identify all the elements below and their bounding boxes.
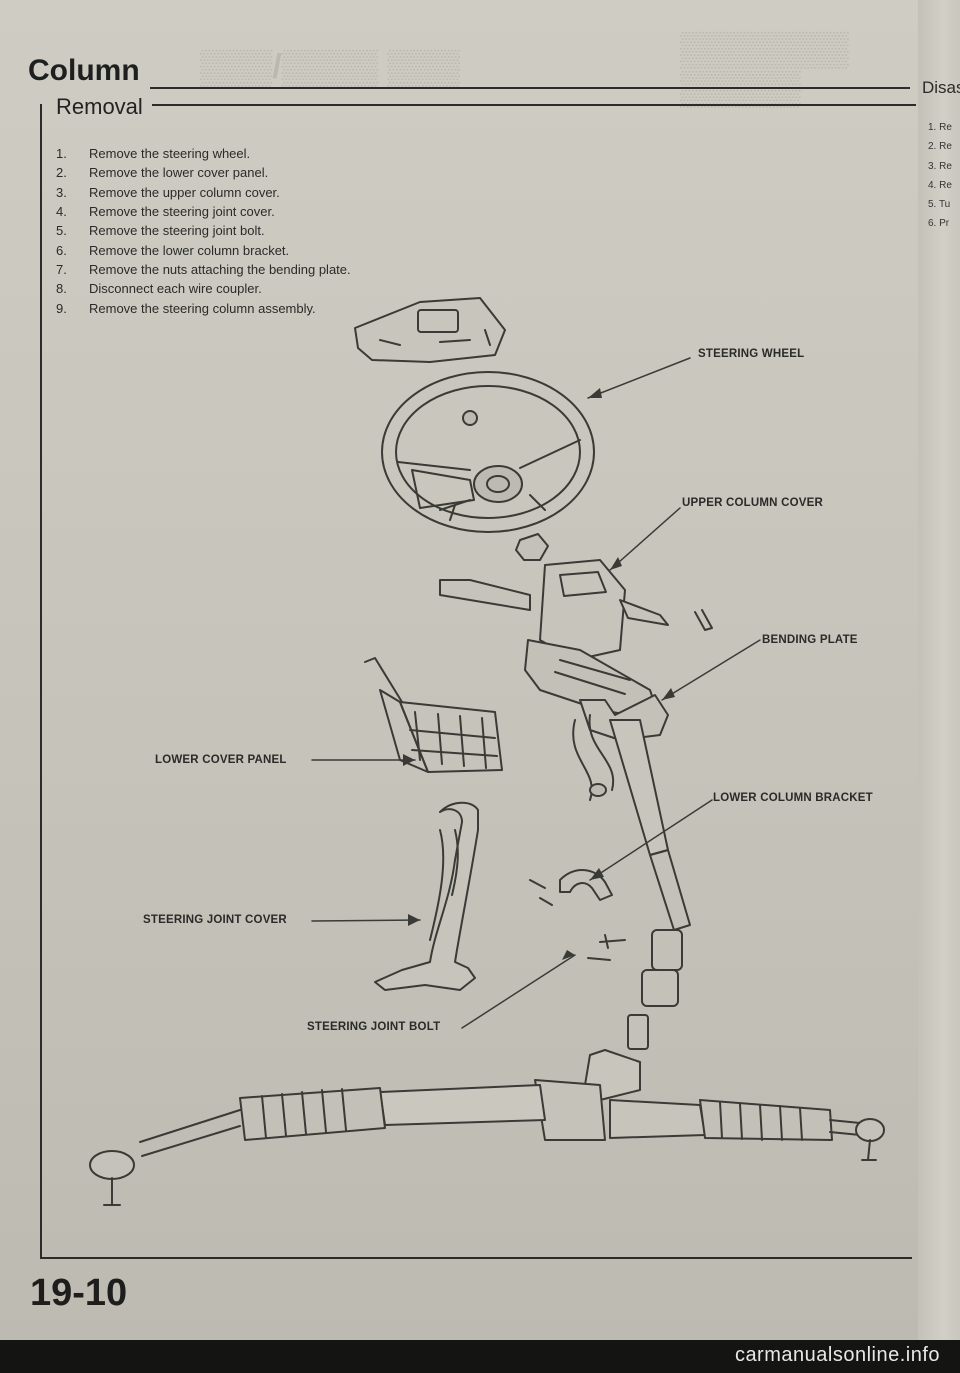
step-number: 8. <box>56 281 67 297</box>
step-text: Remove the nuts attaching the bending pl… <box>89 261 351 277</box>
callout-steering-joint-bolt: STEERING JOINT BOLT <box>307 1021 441 1033</box>
bottom-border <box>0 1340 960 1373</box>
facing-page-edge: Disas 1. Re 2. Re 3. Re 4. Re 5. Tu 6. P… <box>918 0 960 1340</box>
step-number: 3. <box>56 184 67 200</box>
callout-lower-cover-panel: LOWER COVER PANEL <box>155 754 287 766</box>
step-number: 7. <box>56 261 67 277</box>
step-item: 1. Remove the steering wheel. <box>56 144 351 163</box>
facing-page-list: 1. Re 2. Re 3. Re 4. Re 5. Tu 6. Pr <box>928 122 952 238</box>
steering-column-shaft <box>589 719 691 931</box>
step-text: Remove the steering joint cover. <box>89 204 275 220</box>
callout-steering-joint-cover: STEERING JOINT COVER <box>143 914 287 926</box>
bending-plate <box>572 609 713 801</box>
facing-page-item: 3. Re <box>928 160 952 172</box>
step-number: 6. <box>56 242 67 258</box>
callout-upper-column-cover: UPPER COLUMN COVER <box>682 497 823 509</box>
page-number: 19-10 <box>30 1272 128 1314</box>
leader-arrowheads <box>403 388 675 960</box>
step-text: Remove the upper column cover. <box>89 184 280 200</box>
upper-column-cover <box>439 559 669 721</box>
step-item: 8. Disconnect each wire coupler. <box>56 279 351 298</box>
facing-page-item: 2. Re <box>928 141 952 153</box>
step-text: Remove the lower column bracket. <box>89 242 290 258</box>
section-title: Column <box>28 54 140 87</box>
facing-page-title: Disas <box>922 78 960 97</box>
step-item: 3. Remove the upper column cover. <box>56 183 351 202</box>
steering-rack <box>89 1014 885 1206</box>
step-number: 2. <box>56 165 67 181</box>
callout-steering-wheel: STEERING WHEEL <box>698 348 805 360</box>
step-number: 9. <box>56 300 67 316</box>
step-item: 9. Remove the steering column assembly. <box>56 298 351 317</box>
title-rule <box>150 87 910 89</box>
shaft-nut <box>515 533 549 561</box>
universal-joint <box>587 929 683 1007</box>
watermark-text: carmanualsonline.info <box>734 1344 940 1366</box>
facing-page-item: 4. Re <box>928 179 952 191</box>
step-item: 5. Remove the steering joint bolt. <box>56 221 351 240</box>
step-number: 1. <box>56 146 67 162</box>
exploded-view-diagram <box>89 297 885 1206</box>
step-item: 7. Remove the nuts attaching the bending … <box>56 260 351 279</box>
facing-page-item: 5. Tu <box>928 199 951 211</box>
horn-pad <box>354 297 506 363</box>
manual-page: ▒▒▒/▒▒▒▒ ▒▒▒ ▒▒▒▒▒▒▒ ▒▒▒▒▒ Column Remova… <box>0 0 918 1340</box>
facing-page-item: 6. Pr <box>928 218 950 230</box>
steering-joint-cover <box>374 801 479 991</box>
steering-wheel <box>381 371 595 533</box>
step-item: 4. Remove the steering joint cover. <box>56 202 351 221</box>
step-text: Remove the steering column assembly. <box>89 300 316 316</box>
facing-page-item: 1. Re <box>928 122 952 133</box>
frame-left-rule <box>40 104 42 1259</box>
frame-bottom-rule <box>40 1257 912 1259</box>
callout-lower-column-bracket: LOWER COLUMN BRACKET <box>713 792 873 804</box>
step-number: 4. <box>56 204 67 220</box>
subsection-rule <box>152 104 916 106</box>
bleed-through-text: ▒▒▒/▒▒▒▒ ▒▒▒ <box>200 48 460 86</box>
step-item: 2. Remove the lower cover panel. <box>56 163 351 182</box>
step-number: 5. <box>56 223 67 239</box>
removal-steps: 1. Remove the steering wheel. 2. Remove th… <box>56 144 351 318</box>
subsection-title: Removal <box>56 94 143 119</box>
callout-bending-plate: BENDING PLATE <box>762 634 858 646</box>
step-item: 6. Remove the lower column bracket. <box>56 240 351 259</box>
step-text: Remove the steering joint bolt. <box>89 223 265 239</box>
step-text: Remove the steering wheel. <box>89 146 251 162</box>
step-text: Remove the lower cover panel. <box>89 165 269 181</box>
step-text: Disconnect each wire coupler. <box>89 281 262 297</box>
leader-lines <box>311 357 761 1029</box>
lower-cover-panel <box>364 657 503 773</box>
